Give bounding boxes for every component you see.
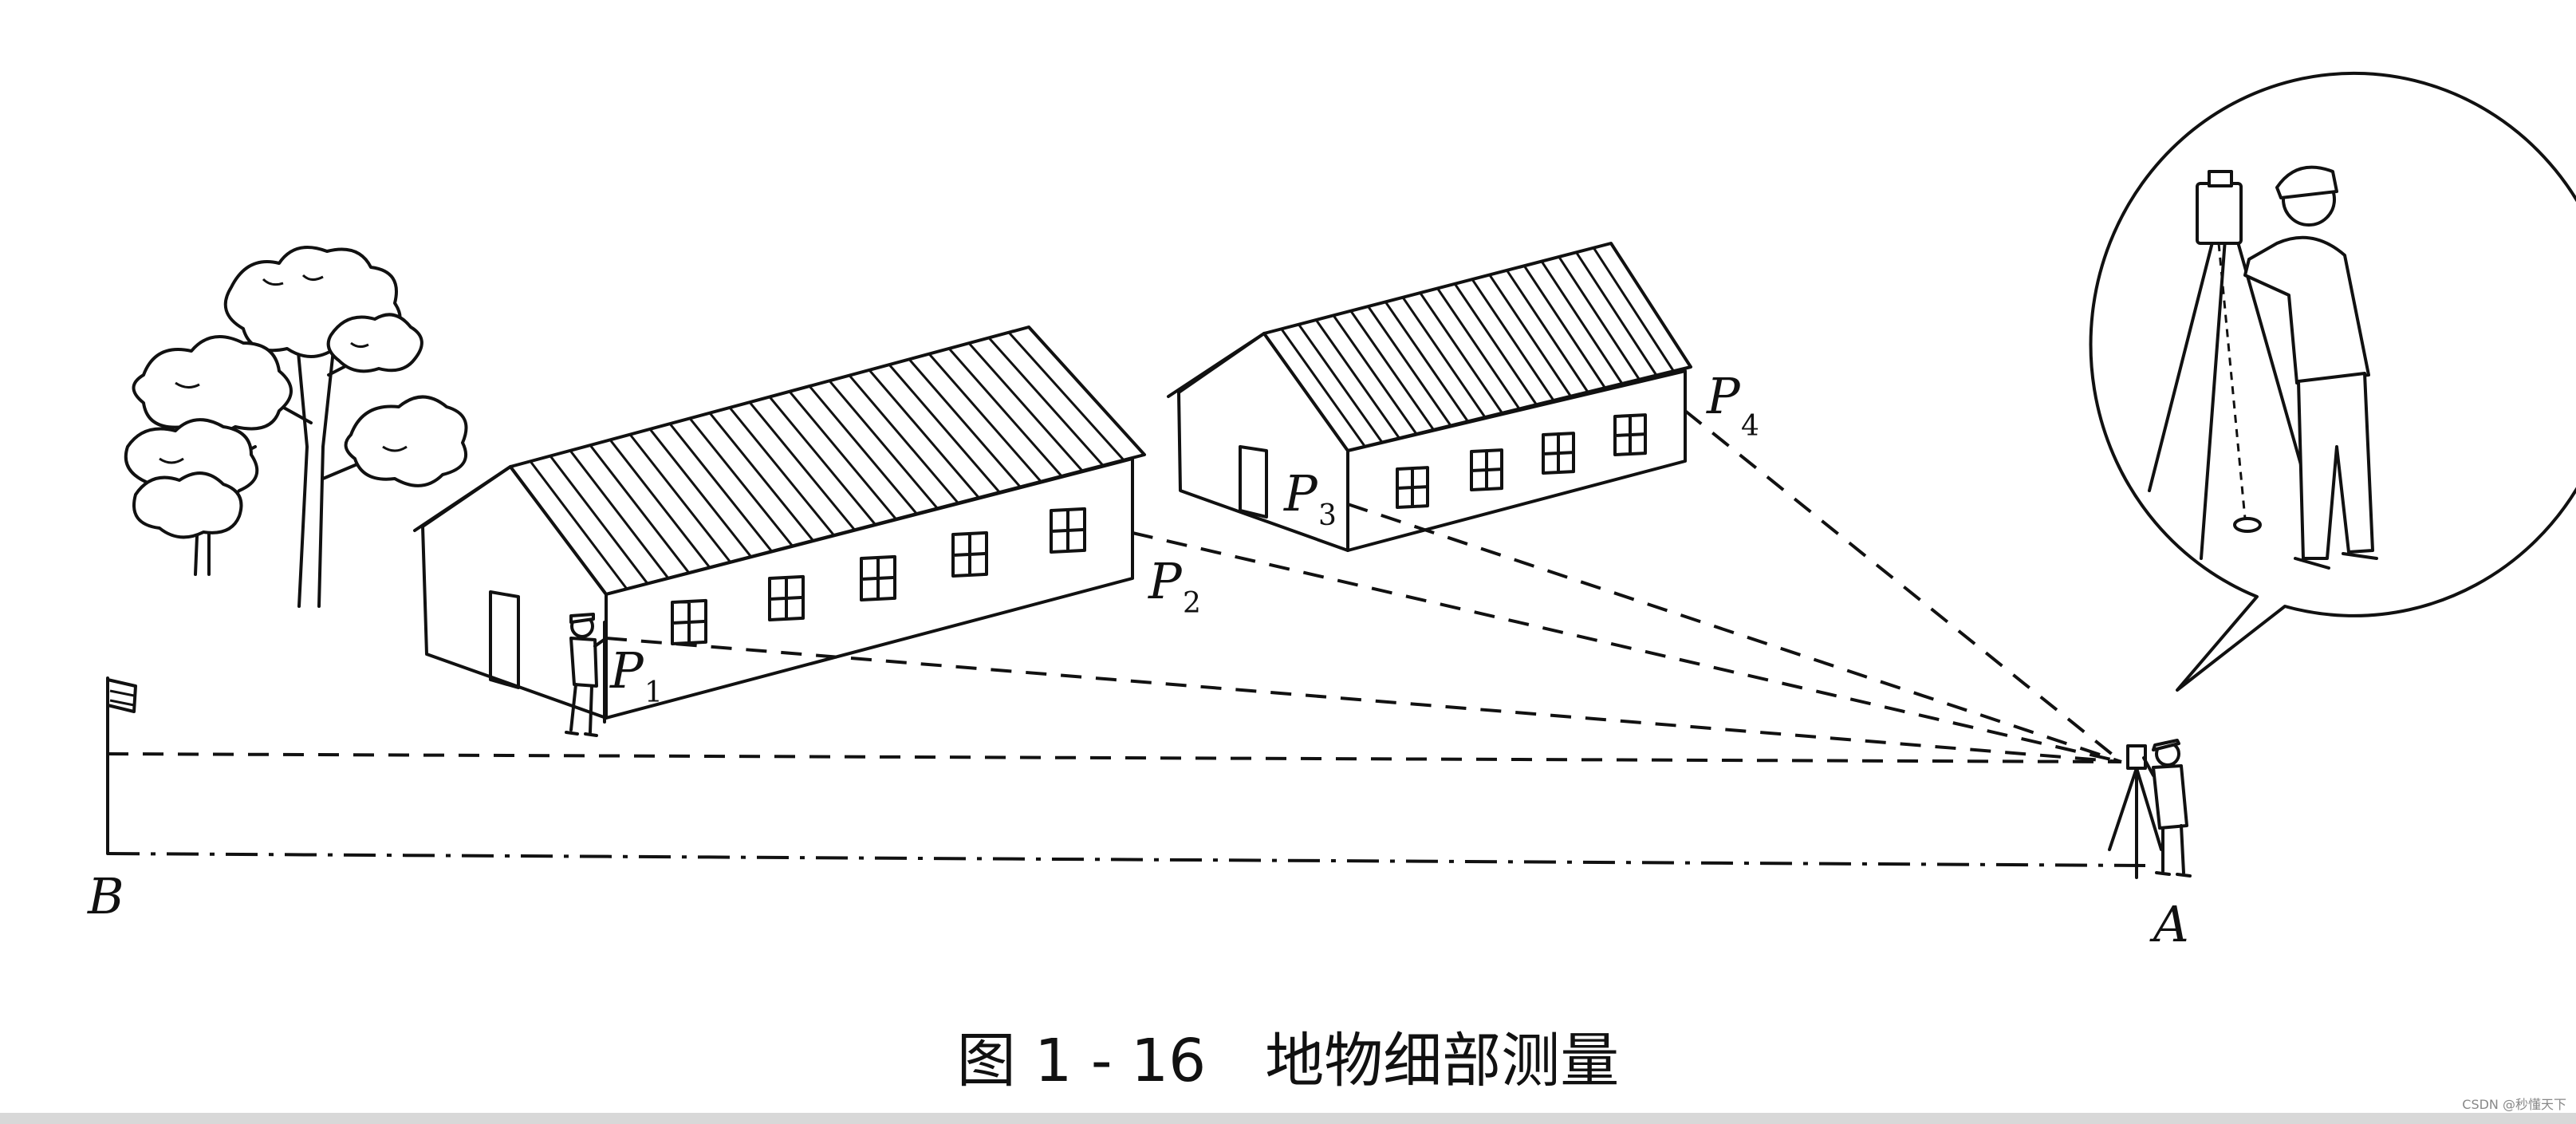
building-right bbox=[1167, 242, 1692, 552]
building-left bbox=[413, 325, 1146, 720]
svg-text:P: P bbox=[1283, 464, 1318, 523]
point-label-p4: P 4 bbox=[1706, 367, 1759, 443]
svg-text:3: 3 bbox=[1318, 499, 1337, 532]
figure-caption: 图 1 - 16 地物细部测量 bbox=[957, 1027, 1620, 1095]
watermark: CSDN @秒懂天下 bbox=[2462, 1097, 2566, 1112]
magnified-callout bbox=[2089, 71, 2576, 692]
point-label-a: A bbox=[2149, 895, 2189, 953]
bottom-strip bbox=[0, 1113, 2576, 1124]
svg-text:2: 2 bbox=[1183, 587, 1201, 620]
svg-text:4: 4 bbox=[1741, 410, 1759, 443]
total-station-a bbox=[2108, 739, 2192, 879]
svg-text:P: P bbox=[1706, 367, 1741, 425]
point-label-p1: P 1 bbox=[609, 641, 663, 709]
point-label-p3: P 3 bbox=[1283, 464, 1337, 532]
flag-pole-b bbox=[106, 676, 137, 855]
svg-text:1: 1 bbox=[644, 676, 663, 709]
trees bbox=[124, 246, 468, 608]
sight-lines bbox=[107, 409, 2146, 867]
staff-person-p1 bbox=[565, 613, 608, 737]
svg-text:P: P bbox=[1148, 552, 1183, 610]
point-label-p2: P 2 bbox=[1148, 552, 1201, 620]
point-label-b: B bbox=[87, 867, 124, 925]
svg-text:P: P bbox=[609, 641, 644, 700]
